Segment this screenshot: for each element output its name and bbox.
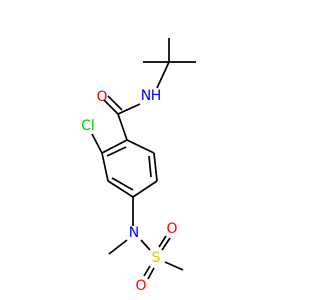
bond-carbonyl-double-b	[107, 95, 123, 111]
bond-ring-c1-c2	[101, 139, 128, 154]
amide-hydrogen-label: H	[151, 88, 162, 104]
bond-ring-c4-c5	[132, 180, 158, 198]
bond-s-o-bottom-b	[147, 267, 155, 280]
bonds	[91, 38, 196, 280]
bond-amide-n-to-carbonyl	[117, 103, 141, 115]
sulfonyl-oxygen-top-label: O	[166, 221, 177, 237]
sulfonamide-nitrogen-label: N	[129, 225, 139, 241]
bond-carbonyl-double-a	[103, 99, 119, 115]
bond-ring-inner-c3-c4	[111, 177, 134, 191]
sulfonyl-oxygen-bottom-label: O	[135, 278, 146, 294]
bond-s-o-top-b	[161, 237, 171, 251]
bond-n-methyl	[108, 239, 128, 255]
bond-ring-inner-c1-c2	[106, 146, 127, 157]
bond-ring-inner-c5-c6	[148, 155, 152, 178]
bond-ring-c3-c4	[107, 180, 134, 198]
molecule-structure: O H N Cl N S O O	[81, 38, 196, 294]
bond-ring-c5-c6	[153, 152, 158, 182]
bond-tbu-to-amide-n	[156, 61, 170, 89]
atom-labels: O H N Cl N S O O	[81, 88, 177, 294]
bond-ring-to-chlorine	[91, 133, 103, 154]
chlorine-label: Cl	[81, 118, 95, 134]
bond-s-o-bottom-a	[143, 265, 151, 277]
bond-s-methyl	[164, 261, 184, 271]
amide-nh-nitrogen-label: N	[141, 88, 151, 104]
bond-n-to-s	[140, 239, 151, 251]
sulfur-label: S	[152, 250, 161, 266]
bond-s-o-top-a	[158, 235, 167, 248]
bond-ring-c2-c3	[101, 152, 109, 182]
bond-carbonyl-to-ring	[117, 113, 128, 141]
bond-ring-c6-c1	[126, 139, 155, 154]
carbonyl-oxygen-label: O	[96, 89, 107, 105]
